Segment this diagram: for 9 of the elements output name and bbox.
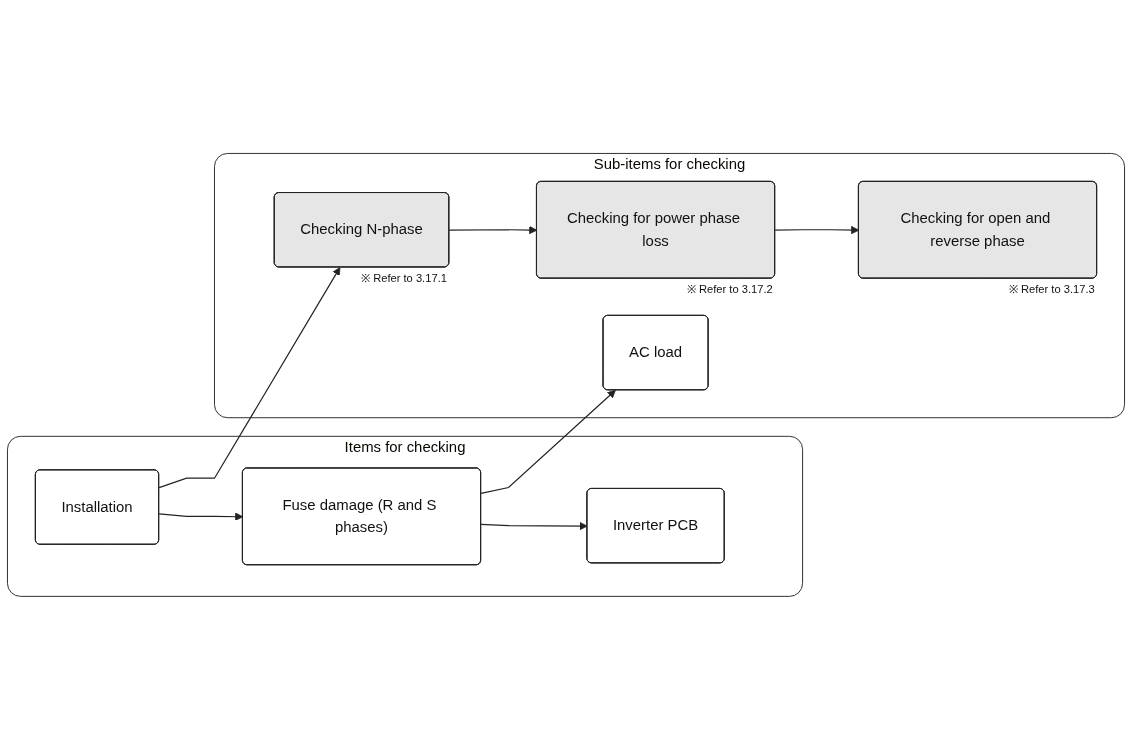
arrow xyxy=(480,389,616,494)
reference-note: ※ Refer to 3.17.2 xyxy=(686,282,773,295)
arrow xyxy=(158,512,244,521)
arrow xyxy=(158,266,341,488)
arrow xyxy=(480,521,588,530)
reference-note: ※ Refer to 3.17.3 xyxy=(1008,282,1095,295)
arrow xyxy=(774,225,860,234)
reference-note: ※ Refer to 3.17.1 xyxy=(361,271,447,284)
arrow xyxy=(448,225,538,234)
